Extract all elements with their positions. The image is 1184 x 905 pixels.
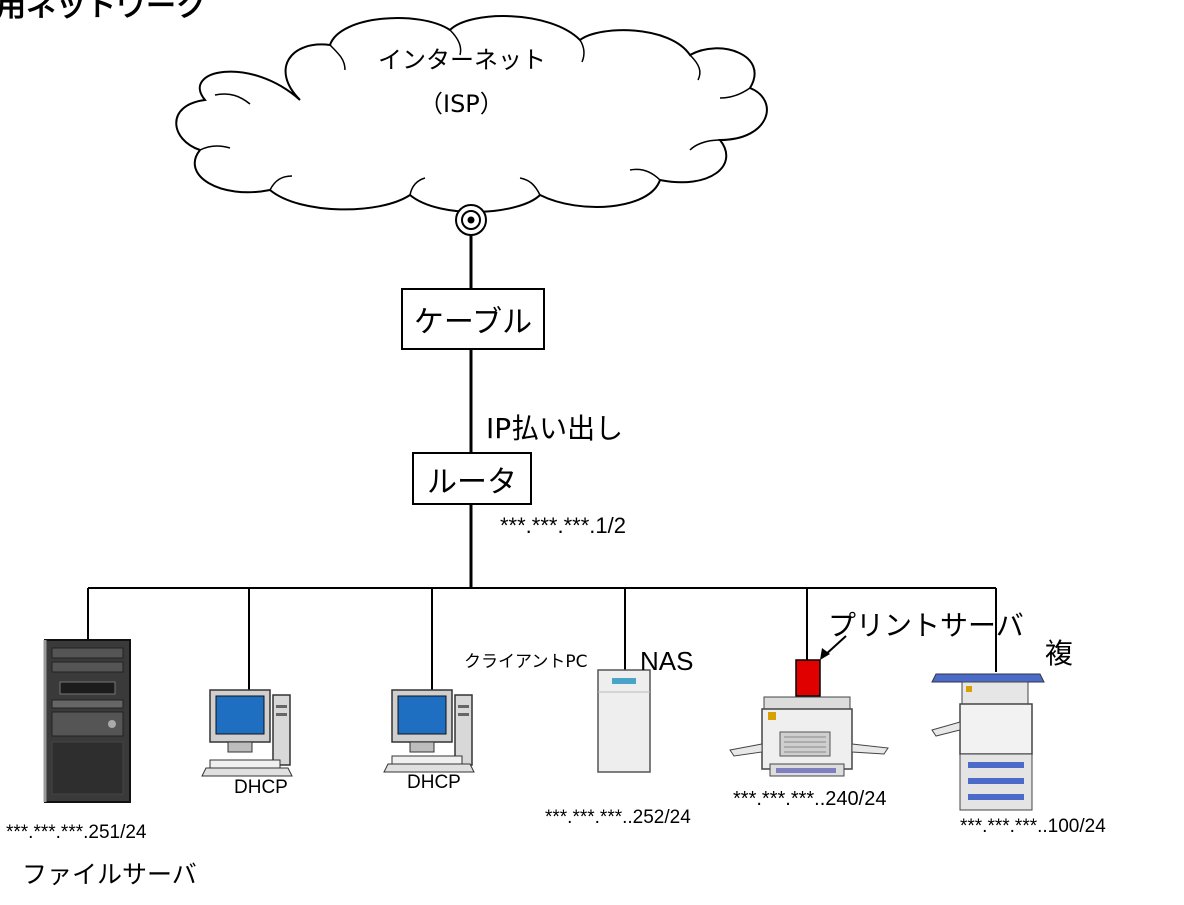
print-server-ip: ***.***.***..240/24 [733,788,887,810]
dhcp1-label: DHCP [234,777,288,798]
diagram-title: 用ネットワーク [0,0,206,24]
cable-box: ケーブル [401,288,545,350]
file-server-ip: ***.***.***.251/24 [6,822,147,843]
ip-out-label: IP払い出し [486,412,624,445]
router-label: ルータ [427,464,517,500]
dhcp2-computer-icon [383,689,475,773]
client-pc-label: クライアントPC [464,652,588,672]
router-box: ルータ [412,452,532,505]
cable-label: ケーブル [413,305,533,340]
cloud-label-internet: インターネット [378,46,546,74]
dhcp2-label: DHCP [407,772,461,793]
dhcp1-computer-icon [201,689,293,777]
internet-cloud [175,15,768,213]
file-server-icon [43,639,131,803]
copier-icon [931,673,1045,811]
nas-icon [597,669,651,773]
print-server-icon [795,635,847,697]
printer-icon [729,696,889,777]
copier-ip: ***.***.***..100/24 [960,816,1106,837]
nas-ip: ***.***.***..252/24 [545,807,691,828]
print-server-label: プリントサーバ [828,609,1024,642]
copier-label: 複 [1045,637,1074,670]
router-ip: ***.***.***.1/2 [500,513,626,538]
nas-label: NAS [640,646,694,676]
file-server-label: ファイルサーバ [22,860,197,889]
cloud-label-isp: （ISP） [419,90,504,118]
connector-icon [455,204,487,236]
